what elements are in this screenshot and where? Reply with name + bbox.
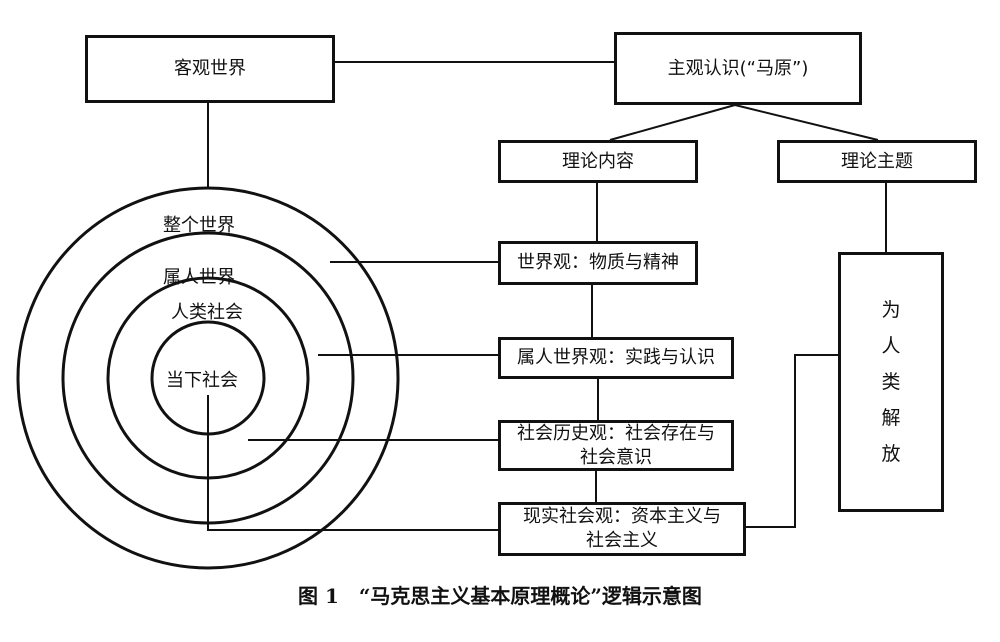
human-liberation-box: 为 人 类 解 放: [838, 252, 944, 512]
circle-label-human-world: 属人世界: [163, 267, 235, 288]
worldview-box: 世界观：物质与精神: [498, 241, 698, 285]
theory-theme-box: 理论主题: [777, 140, 977, 183]
subjective-cognition-box: 主观认识(“马原”): [614, 32, 862, 105]
human-worldview-box: 属人世界观：实践与认识: [498, 337, 734, 379]
circle-label-whole-world: 整个世界: [163, 215, 235, 236]
liberation-char: 为: [881, 299, 901, 321]
liberation-char: 类: [881, 371, 901, 393]
liberation-char: 放: [881, 443, 901, 465]
subjective-cognition-label: 主观认识(“马原”): [667, 57, 809, 79]
circle-label-human-society: 人类社会: [171, 302, 243, 323]
reality-society-box: 现实社会观：资本主义与 社会主义: [498, 502, 746, 556]
circle-label-current-society: 当下社会: [166, 370, 238, 391]
liberation-char: 解: [881, 407, 901, 429]
reality-society-line2: 社会主义: [586, 530, 658, 551]
figure-caption: 图 1 “马克思主义基本原理概论”逻辑示意图: [298, 584, 702, 608]
theory-theme-label: 理论主题: [841, 150, 913, 172]
theory-content-box: 理论内容: [498, 140, 698, 183]
social-history-box: 社会历史观：社会存在与 社会意识: [498, 420, 734, 471]
theory-content-label: 理论内容: [562, 150, 634, 172]
objective-world-label: 客观世界: [174, 58, 246, 79]
social-history-line1: 社会历史观：社会存在与: [517, 422, 715, 444]
line-current-to-reality: [207, 395, 498, 531]
reality-society-line1: 现实社会观：资本主义与: [523, 506, 721, 527]
human-worldview-label: 属人世界观：实践与认识: [517, 347, 715, 368]
objective-world-box: 客观世界: [85, 35, 335, 103]
social-history-line2: 社会意识: [580, 446, 652, 468]
line-subjective-to-theme: [734, 104, 879, 141]
line-subjective-to-content: [609, 104, 736, 141]
line-reality-to-liberation: [746, 354, 838, 528]
worldview-label: 世界观：物质与精神: [517, 252, 679, 273]
liberation-char: 人: [881, 335, 901, 357]
